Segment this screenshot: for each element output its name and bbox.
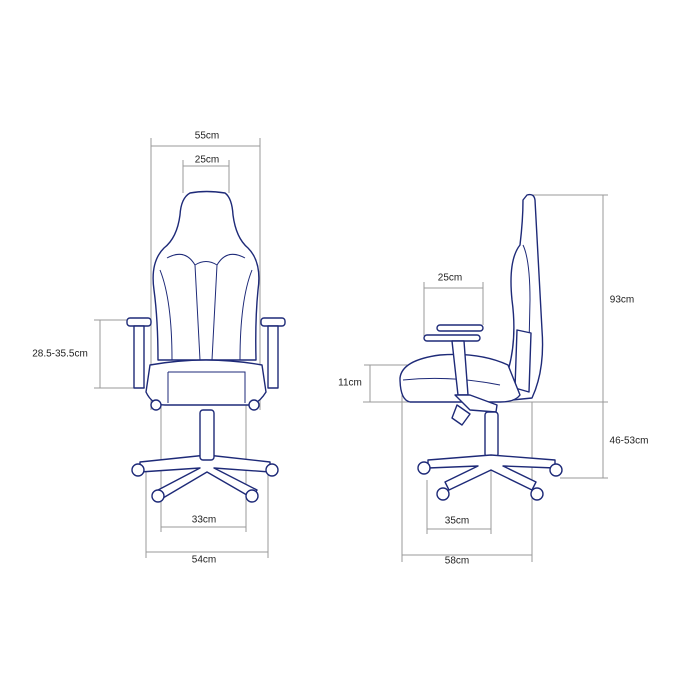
side-seat-thickness-label: 11cm: [338, 377, 362, 389]
side-backrest-height-label: 93cm: [609, 294, 635, 306]
front-inner-base-width-label: 33cm: [191, 514, 217, 526]
front-chair-illustration: [126, 190, 286, 503]
front-headrest-width-label: 25cm: [194, 154, 220, 166]
front-base-width-label: 54cm: [191, 554, 217, 566]
side-chair-illustration: [399, 193, 563, 501]
side-seat-height-label: 46-53cm: [609, 435, 649, 447]
front-dimension-lines: [94, 138, 269, 558]
side-armrest-depth-label: 25cm: [437, 272, 463, 284]
side-inner-base-depth-label: 35cm: [444, 515, 470, 527]
side-overall-depth-label: 58cm: [444, 555, 470, 567]
front-overall-width-label: 55cm: [194, 130, 220, 142]
front-armrest-height-label: 28.5-35.5cm: [32, 348, 88, 360]
